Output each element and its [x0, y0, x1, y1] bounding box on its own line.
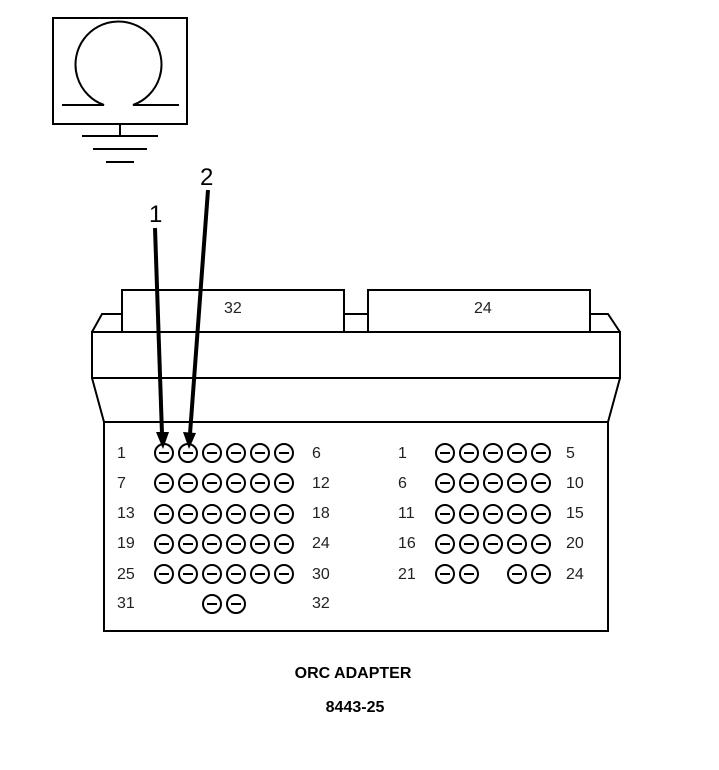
pin-hole	[154, 504, 174, 524]
pin-hole	[274, 443, 294, 463]
pin-hole	[226, 534, 246, 554]
pin-hole	[274, 504, 294, 524]
row-label: 24	[566, 566, 584, 583]
pin-hole	[178, 504, 198, 524]
pin-hole	[178, 534, 198, 554]
row-label: 32	[312, 595, 330, 612]
pin-hole	[435, 443, 455, 463]
pin-hole	[435, 534, 455, 554]
pin-hole	[274, 534, 294, 554]
pin-hole	[459, 443, 479, 463]
row-label: 24	[312, 535, 330, 552]
row-label: 1	[398, 445, 407, 462]
pin-hole	[154, 443, 174, 463]
pin-hole	[531, 564, 551, 584]
row-label: 13	[117, 505, 135, 522]
header-label-32: 32	[224, 300, 242, 317]
ground-symbol-icon	[52, 17, 188, 163]
pin-hole	[483, 473, 503, 493]
pin-hole	[202, 504, 222, 524]
row-label: 6	[398, 475, 407, 492]
pin-hole	[435, 473, 455, 493]
row-label: 1	[117, 445, 126, 462]
pin-hole	[435, 564, 455, 584]
pin-hole	[202, 594, 222, 614]
row-label: 25	[117, 566, 135, 583]
pin-hole	[154, 534, 174, 554]
pin-hole	[507, 564, 527, 584]
row-label: 10	[566, 475, 584, 492]
pin-hole	[202, 564, 222, 584]
pin-hole	[483, 534, 503, 554]
pin-hole	[250, 534, 270, 554]
row-label: 16	[398, 535, 416, 552]
row-label: 11	[398, 505, 415, 522]
pin-grid	[154, 443, 551, 614]
row-label: 12	[312, 475, 330, 492]
pin-hole	[483, 504, 503, 524]
pin-hole	[202, 534, 222, 554]
callout-number-1: 1	[149, 201, 162, 228]
row-label: 18	[312, 505, 330, 522]
caption-title: ORC ADAPTER	[295, 665, 412, 682]
pin-hole	[202, 443, 222, 463]
connector-a-labels: 1 6 7 12 13 18 19 24 25 30 31 32	[117, 445, 330, 612]
pin-hole	[483, 443, 503, 463]
pin-hole	[274, 564, 294, 584]
pin-hole	[507, 473, 527, 493]
row-label: 6	[312, 445, 321, 462]
pin-hole	[250, 504, 270, 524]
pin-hole	[154, 564, 174, 584]
pin-hole	[226, 473, 246, 493]
caption-part-number: 8443-25	[326, 699, 385, 716]
pin-hole	[226, 443, 246, 463]
pin-hole	[507, 443, 527, 463]
connector-housing	[91, 289, 621, 632]
row-label: 20	[566, 535, 584, 552]
row-label: 19	[117, 535, 135, 552]
connector-b-labels: 1 5 6 10 11 15 16 20 21 24	[398, 445, 584, 583]
callout-number-2: 2	[200, 164, 213, 191]
pin-hole	[507, 504, 527, 524]
pin-hole	[531, 443, 551, 463]
pin-hole	[531, 504, 551, 524]
pin-hole	[531, 534, 551, 554]
pin-hole	[531, 473, 551, 493]
callout-arrow-2	[183, 189, 210, 449]
callout-arrow-1	[153, 227, 169, 449]
row-label: 31	[117, 595, 135, 612]
pin-hole	[507, 534, 527, 554]
pin-hole	[250, 473, 270, 493]
row-label: 21	[398, 566, 416, 583]
row-label: 30	[312, 566, 330, 583]
row-label: 7	[117, 475, 126, 492]
connector-face	[103, 421, 609, 632]
row-label: 5	[566, 445, 575, 462]
header-label-24: 24	[474, 300, 492, 317]
pin-hole	[459, 564, 479, 584]
pin-hole	[178, 443, 198, 463]
pin-hole	[435, 504, 455, 524]
pin-hole	[459, 504, 479, 524]
pin-hole	[178, 564, 198, 584]
pin-hole	[226, 564, 246, 584]
pin-hole	[250, 564, 270, 584]
pin-hole	[459, 473, 479, 493]
pin-hole	[202, 473, 222, 493]
pin-hole	[250, 443, 270, 463]
pin-hole	[226, 504, 246, 524]
pin-hole	[226, 594, 246, 614]
pin-hole	[178, 473, 198, 493]
pin-hole	[274, 473, 294, 493]
pin-hole	[154, 473, 174, 493]
row-label: 15	[566, 505, 584, 522]
pin-hole	[459, 534, 479, 554]
